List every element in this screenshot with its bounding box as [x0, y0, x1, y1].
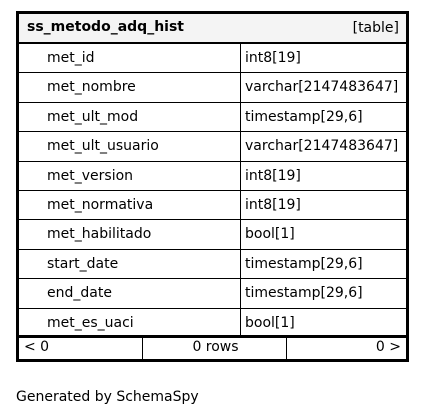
- column-name: start_date: [47, 255, 119, 272]
- column-row: end_date timestamp[29,6]: [19, 279, 406, 309]
- column-type: bool[1]: [245, 226, 295, 243]
- column-name: met_ult_usuario: [47, 138, 159, 155]
- table-node: ss_metodo_adq_hist [table] met_id int8[1…: [16, 11, 409, 362]
- column-row: start_date timestamp[29,6]: [19, 250, 406, 280]
- footer-divider: [286, 337, 287, 359]
- column-type: int8[19]: [245, 196, 301, 213]
- footer-divider: [142, 337, 143, 359]
- table-kind: [table]: [352, 20, 399, 36]
- parents-count: < 0: [24, 339, 50, 355]
- column-name: met_habilitado: [47, 226, 152, 243]
- column-row: met_ult_usuario varchar[2147483647]: [19, 132, 406, 162]
- column-row: met_normativa int8[19]: [19, 191, 406, 221]
- generated-by-note: Generated by SchemaSpy: [16, 389, 199, 405]
- column-row: met_ult_mod timestamp[29,6]: [19, 103, 406, 133]
- column-list: met_id int8[19] met_nombre varchar[21474…: [19, 44, 406, 338]
- column-type: timestamp[29,6]: [245, 255, 363, 272]
- column-row: met_es_uaci bool[1]: [19, 309, 406, 338]
- column-type: int8[19]: [245, 167, 301, 184]
- column-type: varchar[2147483647]: [245, 79, 399, 96]
- children-count: 0 >: [375, 339, 401, 355]
- column-name: met_es_uaci: [47, 314, 134, 331]
- table-name: ss_metodo_adq_hist: [27, 19, 184, 35]
- table-footer: < 0 0 rows 0 >: [19, 335, 406, 359]
- column-divider: [240, 44, 241, 338]
- column-type: bool[1]: [245, 314, 295, 331]
- table-header: ss_metodo_adq_hist [table]: [19, 14, 406, 44]
- column-name: met_version: [47, 167, 134, 184]
- column-type: timestamp[29,6]: [245, 108, 363, 125]
- column-row: met_nombre varchar[2147483647]: [19, 73, 406, 103]
- column-name: met_normativa: [47, 196, 154, 213]
- column-name: met_id: [47, 50, 95, 66]
- column-row: met_id int8[19]: [19, 44, 406, 74]
- row-count: 0 rows: [192, 339, 239, 355]
- column-name: end_date: [47, 285, 112, 302]
- column-type: int8[19]: [245, 50, 301, 66]
- column-type: timestamp[29,6]: [245, 285, 363, 302]
- column-name: met_ult_mod: [47, 108, 139, 125]
- column-row: met_version int8[19]: [19, 162, 406, 191]
- column-row: met_habilitado bool[1]: [19, 220, 406, 250]
- column-type: varchar[2147483647]: [245, 138, 399, 155]
- column-name: met_nombre: [47, 79, 136, 96]
